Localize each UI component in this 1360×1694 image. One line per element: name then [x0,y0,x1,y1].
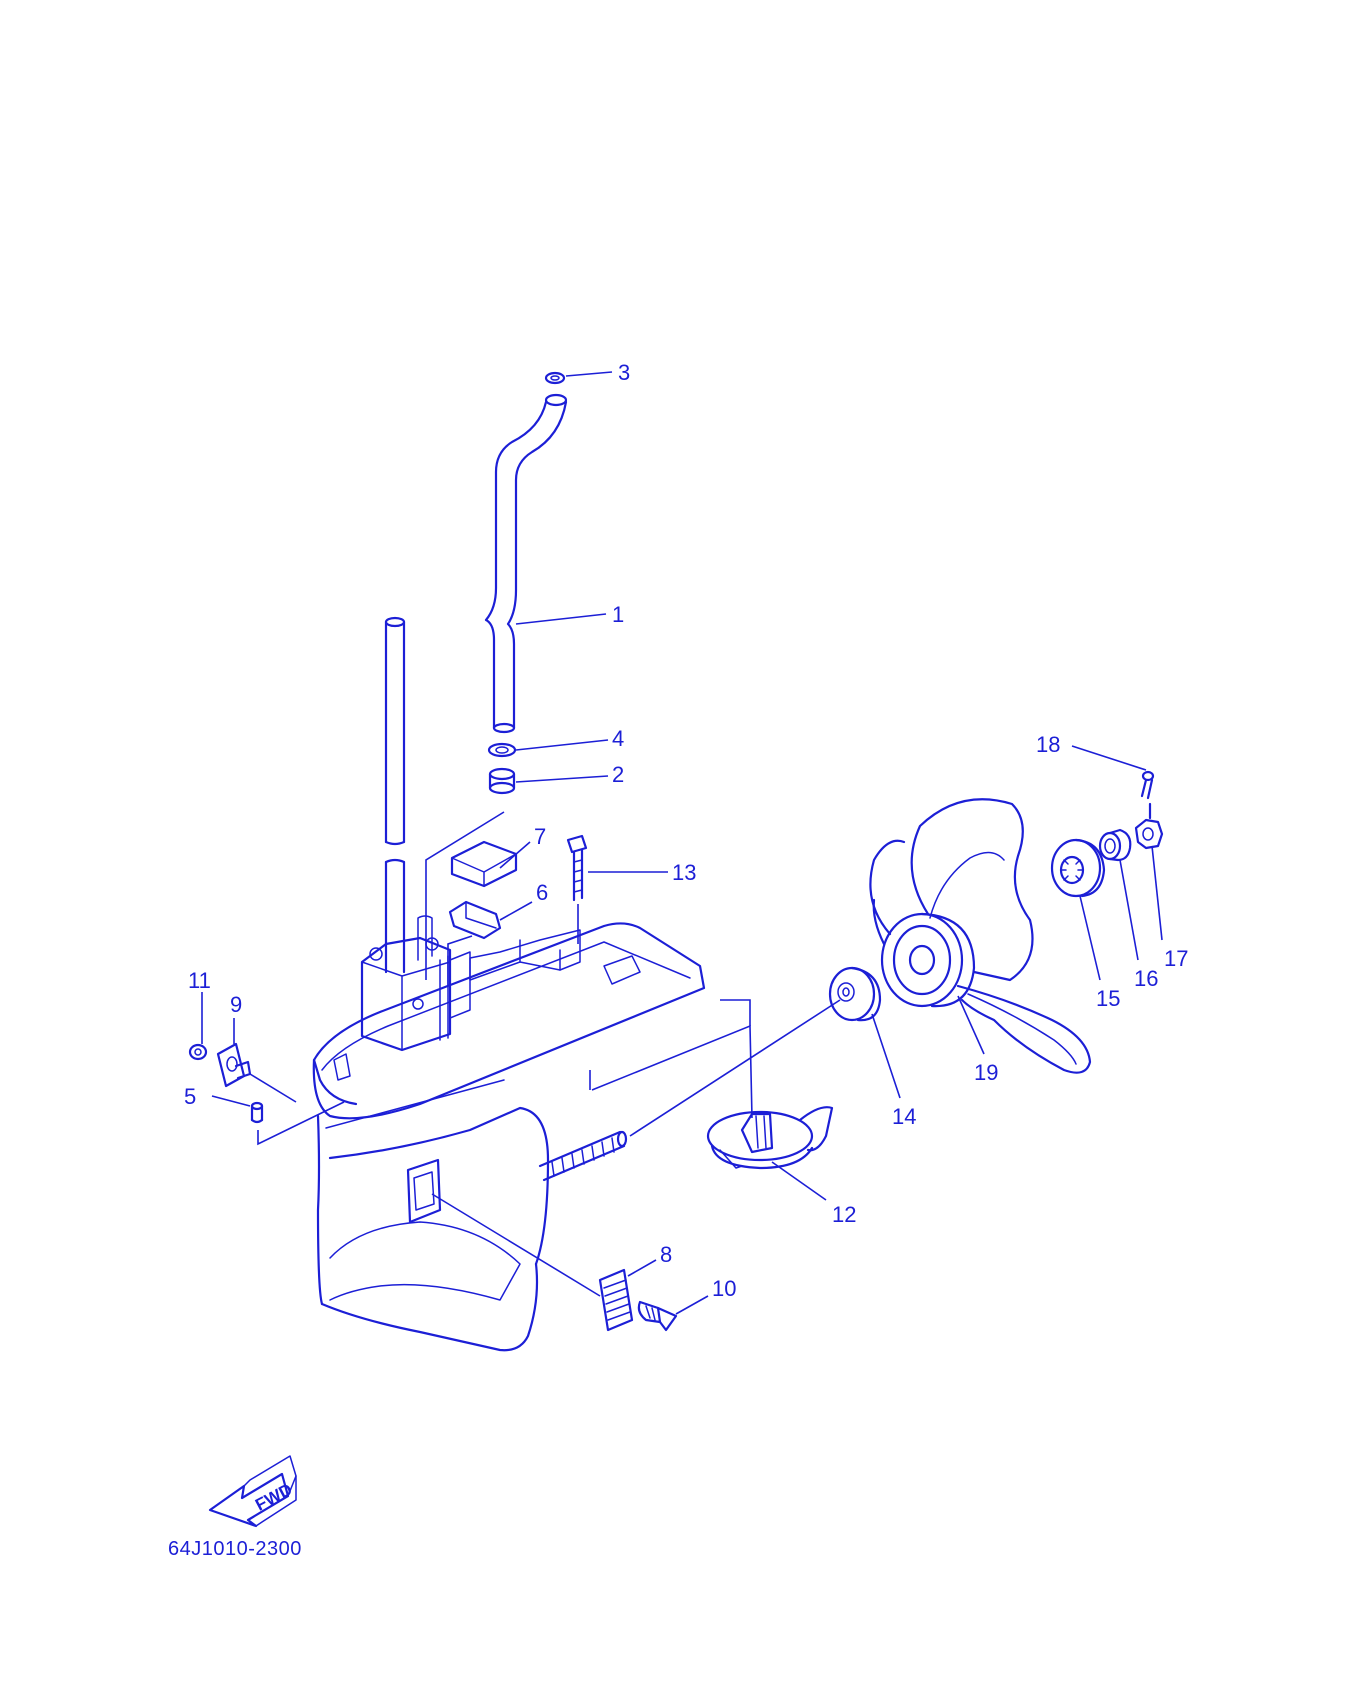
callout-19: 19 [974,1060,998,1085]
part-19-propeller [869,798,1092,1074]
callout-6: 6 [536,880,548,905]
part-15-washer [1050,838,1106,898]
part-5-dowel [250,1101,264,1124]
part-6-plate [448,900,502,940]
callout-10: 10 [712,1276,736,1301]
callout-15: 15 [1096,986,1120,1011]
callout-14: 14 [892,1104,916,1129]
part-9-bracket [216,1042,252,1088]
part-4-grommet [487,742,517,758]
fwd-arrow-icon: FWD [208,1455,297,1528]
callout-labels: 3 1 4 2 7 6 13 11 9 5 8 10 12 14 19 15 1… [184,360,1188,1301]
drive-shaft [384,616,406,974]
callout-5: 5 [184,1084,196,1109]
part-10-screw [637,1300,678,1332]
part-12-trim-tab [706,1106,834,1170]
callout-17: 17 [1164,946,1188,971]
part-7-block [450,840,518,888]
callout-1: 1 [612,602,624,627]
callout-11: 11 [188,968,211,993]
callout-16: 16 [1134,966,1158,991]
callout-4: 4 [612,726,624,751]
callout-3: 3 [618,360,630,385]
assembly-lines [249,811,841,1297]
callout-8: 8 [660,1242,672,1267]
callout-2: 2 [612,762,624,787]
part-3-ring [544,371,566,385]
part-16-spacer [1098,828,1132,862]
leader-lines [201,371,1163,1315]
callout-9: 9 [230,992,242,1017]
callout-13: 13 [672,860,696,885]
part-8-anode [598,1268,634,1332]
part-11-nut [188,1043,208,1061]
part-2-seal [488,767,516,795]
callout-18: 18 [1036,732,1060,757]
part-17-nut [1134,818,1164,850]
catalog-number: 64J1010-2300 [168,1538,302,1560]
part-14-thrust-washer [828,966,882,1022]
part-18-cotter-pin [1140,770,1155,820]
lower-casing [312,915,706,1352]
fwd-label: FWD [252,1480,295,1515]
callout-12: 12 [832,1202,856,1227]
part-13-bolt [566,834,588,902]
part-1-water-tube [484,393,568,734]
callout-7: 7 [534,824,546,849]
